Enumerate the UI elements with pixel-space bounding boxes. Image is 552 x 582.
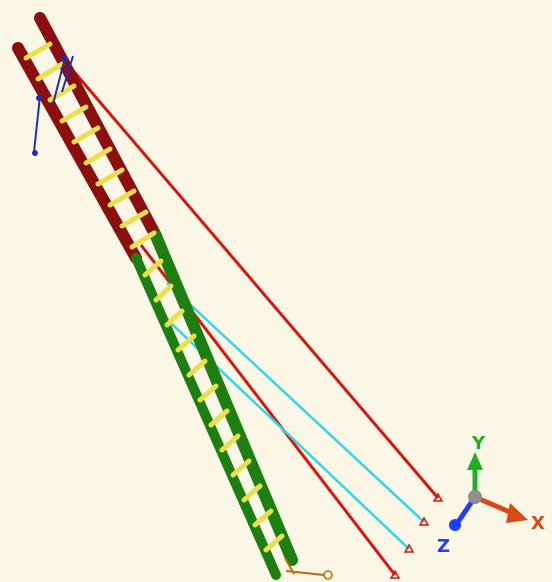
load-node-icon bbox=[36, 95, 42, 101]
axis-triad: Y X Z bbox=[437, 433, 545, 557]
axis-y-label: Y bbox=[471, 433, 486, 454]
support-triangle-icon bbox=[418, 516, 430, 526]
axis-z-label: Z bbox=[437, 536, 450, 557]
rung bbox=[175, 333, 197, 353]
hinge-line bbox=[285, 570, 325, 576]
load-node-icon bbox=[61, 55, 67, 61]
rung bbox=[119, 209, 149, 229]
load-arrow bbox=[52, 57, 66, 105]
axis-x-arrow-icon bbox=[506, 503, 528, 523]
ladder-lower-rail-left[interactable] bbox=[131, 253, 281, 580]
rung bbox=[208, 408, 230, 428]
hinge-circle-icon bbox=[323, 570, 333, 580]
support-triangle-icon bbox=[403, 543, 415, 553]
rung bbox=[263, 533, 285, 553]
load-arrow bbox=[33, 95, 41, 153]
load-node-icon bbox=[32, 150, 38, 156]
rung bbox=[95, 167, 125, 187]
rung bbox=[35, 61, 65, 82]
rung bbox=[252, 508, 274, 528]
rung bbox=[83, 146, 113, 166]
ladder-lower[interactable] bbox=[131, 230, 298, 580]
rung bbox=[71, 125, 101, 145]
cable-red-1 bbox=[62, 59, 440, 499]
rung bbox=[59, 104, 89, 124]
rung bbox=[241, 483, 263, 503]
axis-hub-icon bbox=[468, 490, 482, 504]
rung bbox=[186, 358, 208, 378]
rung bbox=[219, 433, 241, 453]
rung bbox=[129, 230, 157, 250]
support-markers bbox=[389, 492, 444, 579]
ladder-rungs bbox=[23, 41, 285, 553]
support-triangle-icon bbox=[389, 569, 401, 579]
rung bbox=[107, 188, 137, 208]
axis-x-label: X bbox=[531, 513, 545, 534]
load-arrow bbox=[61, 55, 74, 93]
axis-z-arrow-icon bbox=[449, 519, 461, 531]
cable-cyan-1 bbox=[166, 282, 425, 523]
rung bbox=[197, 383, 219, 403]
rung bbox=[23, 41, 53, 61]
support-triangle-icon bbox=[432, 492, 444, 502]
rung bbox=[142, 258, 164, 278]
ladder-upper-rail-left[interactable] bbox=[12, 42, 142, 264]
axis-y-arrow-icon bbox=[467, 452, 483, 470]
rung bbox=[164, 308, 185, 328]
load-markers bbox=[32, 55, 74, 156]
rung bbox=[153, 283, 174, 303]
rung bbox=[230, 458, 252, 478]
ladder-lower-rail-right[interactable] bbox=[150, 230, 298, 566]
base-hinge bbox=[284, 557, 333, 580]
